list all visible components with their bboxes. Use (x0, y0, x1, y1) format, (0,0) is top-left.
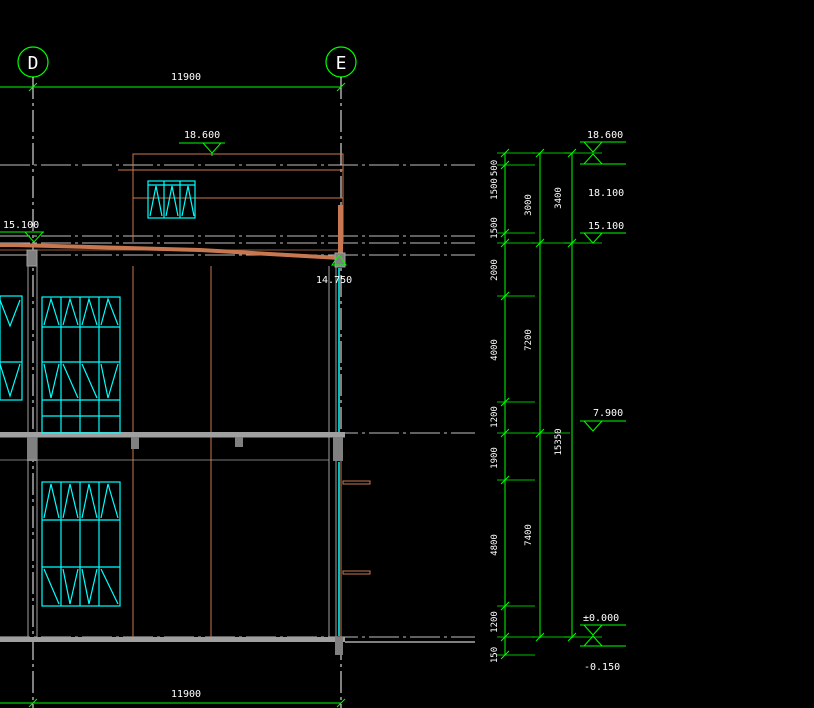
dimension-ticks (497, 148, 602, 660)
segment-dim-text: 1200 (490, 611, 500, 633)
dimension-tick (500, 428, 510, 438)
dimension-tick (500, 148, 510, 158)
level-lines (0, 164, 475, 638)
window-upper-floor (41, 296, 121, 434)
roof-slab (0, 243, 340, 260)
subtotal-dim-text: 7400 (524, 524, 534, 546)
grid-axis-d: D (17, 46, 49, 78)
subtotal-dim-text: 15350 (554, 428, 564, 455)
facade-rails (342, 480, 371, 575)
parapet-wall-thick (338, 205, 343, 255)
grid-axis-e-label: E (336, 53, 347, 74)
elevation-marker-gutter (331, 254, 347, 266)
left-window-upper (0, 295, 23, 401)
ground-slab (0, 637, 345, 655)
dimension-tick (500, 160, 510, 170)
subtotal-dim-text: 3400 (554, 187, 564, 209)
elevation-top-text: 18.600 (184, 130, 220, 141)
elevation-parapet-text: 18.100 (588, 188, 624, 199)
vertical-dimension-lines (504, 153, 573, 655)
elevation-roof-left-text: 15.100 (3, 220, 39, 231)
dimension-tick (500, 291, 510, 301)
segment-dim-text: 1500 (490, 217, 500, 239)
dimension-tick (500, 650, 510, 660)
segment-dim-text: 1200 (490, 406, 500, 428)
segment-dim-text: 2000 (490, 259, 500, 281)
elevation-right-roof-text: 15.100 (588, 221, 624, 232)
segment-dim-text: 1900 (490, 447, 500, 469)
grid-axis-d-label: D (28, 53, 39, 74)
bottom-span-text: 11900 (171, 689, 201, 700)
parapet-window (147, 180, 196, 219)
dimension-tick (500, 632, 510, 642)
dimension-tick (535, 148, 545, 158)
elevation-marker-top (179, 142, 225, 156)
segment-dim-text: 150 (490, 647, 500, 663)
dimension-tick (500, 238, 510, 248)
subtotal-dim-text: 7200 (524, 329, 534, 351)
dimension-tick (535, 428, 545, 438)
bottom-span-dimension: 11900 (0, 689, 346, 708)
window-lower-floor (41, 481, 121, 607)
elevation-below-ground-text: -0.150 (584, 662, 620, 673)
dimension-tick (500, 475, 510, 485)
elevation-marker-right-top (580, 141, 626, 165)
segment-dim-text: 1500 (490, 178, 500, 200)
grid-axis-e: E (325, 46, 357, 78)
dimension-tick (535, 632, 545, 642)
dimension-tick (500, 228, 510, 238)
segment-dim-text: 4000 (490, 339, 500, 361)
segment-dim-text: 500 (490, 160, 500, 176)
dimension-tick (500, 601, 510, 611)
dimension-tick (535, 238, 545, 248)
top-span-dimension: 11900 (0, 72, 346, 92)
elevation-marker-ground (580, 624, 626, 647)
dimension-tick (567, 238, 577, 248)
elevation-floor2-text: 7.900 (593, 408, 623, 419)
dimension-tick (500, 397, 510, 407)
segment-dim-text: 4800 (490, 534, 500, 556)
subtotal-dim-text: 3000 (524, 194, 534, 216)
parapet-block (118, 153, 344, 242)
dimension-tick (567, 632, 577, 642)
dimension-tick (567, 148, 577, 158)
elevation-right-top-text: 18.600 (587, 130, 623, 141)
floor-slab-2 (0, 432, 345, 461)
elevation-gutter-text: 14.750 (316, 275, 352, 286)
interior-walls (132, 266, 342, 640)
elevation-ground-text: ±0.000 (583, 613, 619, 624)
elevation-marker-right-roof (580, 232, 626, 244)
elevation-marker-roof-left (0, 231, 44, 243)
elevation-marker-floor2 (580, 420, 626, 432)
top-span-text: 11900 (171, 72, 201, 83)
